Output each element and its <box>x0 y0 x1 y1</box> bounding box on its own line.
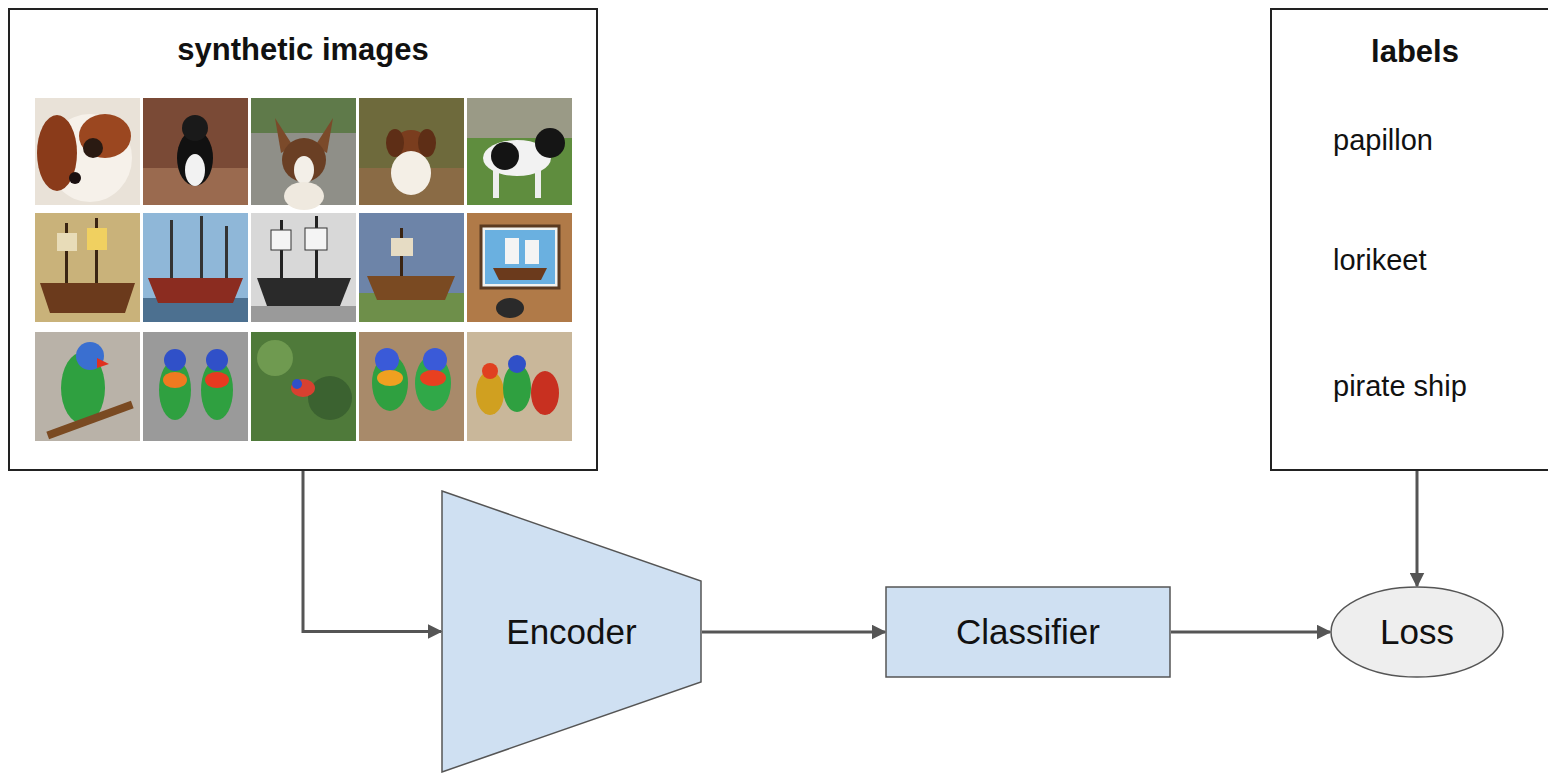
loss-node: Loss <box>1330 586 1504 678</box>
text-stack: Loss <box>1380 612 1454 652</box>
ship-image <box>143 213 248 322</box>
panel-heading: labels <box>1272 34 1548 70</box>
bird-image <box>251 332 356 441</box>
dog-image <box>251 98 356 210</box>
block-label: Loss <box>1380 612 1454 652</box>
bird-image <box>359 332 464 441</box>
classifier-shape <box>886 587 1170 677</box>
flow-arrow <box>702 631 885 634</box>
ship-image <box>35 213 140 322</box>
image-panel: synthetic images <box>8 8 598 471</box>
class-label: papillon <box>1333 124 1433 157</box>
block-label: Encoder <box>506 612 636 652</box>
synthetic-image-grid <box>35 98 572 443</box>
encoder-shape <box>442 491 701 772</box>
dog-image <box>467 98 572 205</box>
ship-image <box>467 213 572 322</box>
bird-image <box>467 332 572 441</box>
panel-heading: synthetic images <box>10 32 596 68</box>
bird-image <box>35 332 140 441</box>
ship-image <box>251 213 356 322</box>
ship-image <box>359 213 464 322</box>
dog-image <box>359 98 464 205</box>
dog-image <box>143 98 248 205</box>
label-panel: labels papillon lorikeet pirate ship <box>1270 8 1548 471</box>
bird-image <box>143 332 248 441</box>
text-stack: Classifier <box>956 612 1100 652</box>
class-label: lorikeet <box>1333 244 1427 277</box>
class-label: pirate ship <box>1333 370 1467 403</box>
encoder-block: Encoder <box>441 490 702 773</box>
classifier-block: Classifier <box>885 586 1171 678</box>
loss-shape <box>1331 587 1503 677</box>
dog-image <box>35 98 140 205</box>
block-label: Classifier <box>956 612 1100 652</box>
flow-arrow <box>1416 471 1419 586</box>
flow-arrow <box>1171 631 1330 634</box>
flow-arrow <box>303 471 441 632</box>
text-stack: Encoder <box>506 612 636 652</box>
